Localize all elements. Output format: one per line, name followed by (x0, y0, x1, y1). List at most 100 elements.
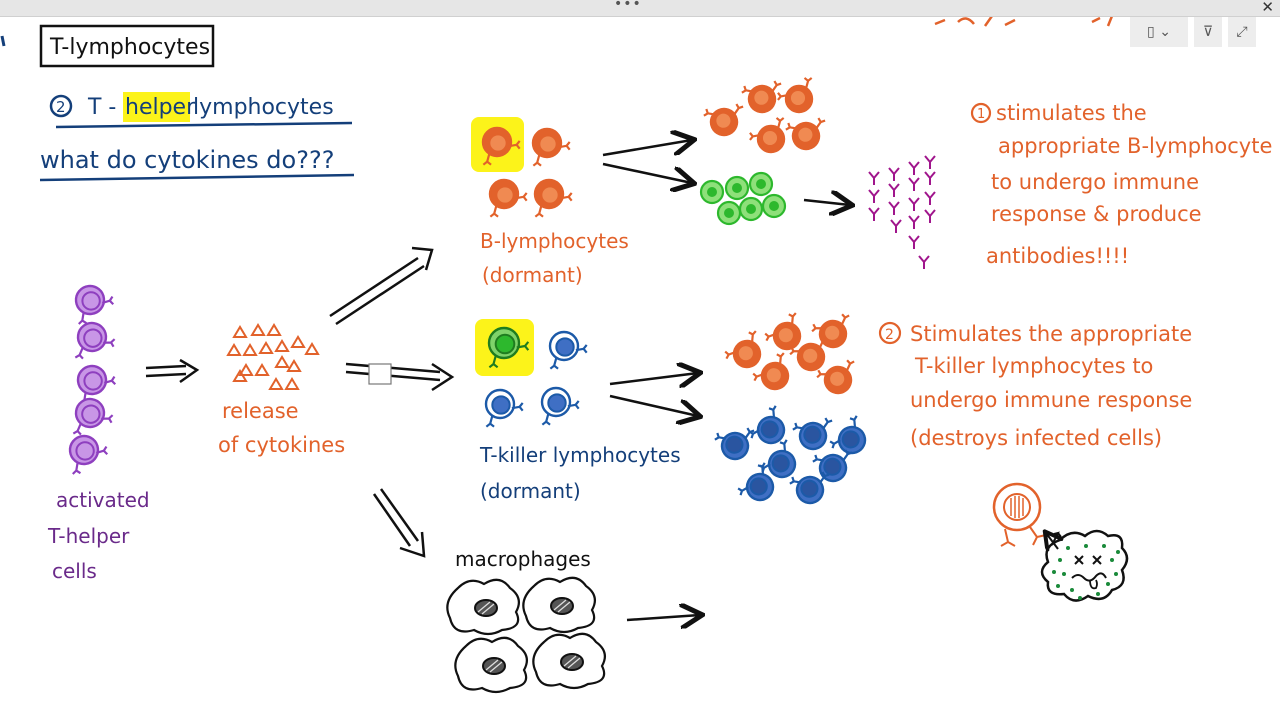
memory-t-killer-cell (759, 439, 797, 479)
antibody (888, 167, 900, 181)
b-lymphocyte-clone (785, 117, 826, 151)
t-label-1: T-killer lymphocytes (479, 443, 681, 467)
t-killer-lymphocyte (484, 388, 524, 428)
layout-icon[interactable]: ▯ ⌄ (1130, 17, 1188, 47)
activated-t-helper-cells (68, 284, 117, 475)
memory-t-killer-cell (792, 417, 833, 451)
cytokine (258, 341, 274, 354)
cytokine (254, 363, 270, 376)
antibody (924, 209, 936, 223)
b-lymphocyte-clone (777, 77, 814, 114)
heading-suffix: lymphocytes (193, 95, 334, 120)
t-killer-clone (789, 336, 828, 372)
b-lymphocyte (533, 178, 573, 218)
t-killer-lymphocyte (540, 386, 580, 426)
title-box (39, 24, 215, 68)
note1-line-5: antibodies!!!! (986, 244, 1129, 268)
b-lymphocyte-clone (703, 103, 744, 137)
memory-t-killer-cell (714, 427, 755, 461)
whiteboard-canvas: T-lymphocytes 2 T - helper lymphocytes w… (0, 17, 1272, 694)
memory-t-killer-cell (737, 462, 775, 502)
note2-line-1: Stimulates the appropriate (910, 322, 1192, 346)
t-helper-cell (72, 397, 114, 436)
arrow-to-t-killer (345, 362, 455, 392)
antibody (908, 177, 920, 191)
b-label-2: (dormant) (482, 263, 583, 287)
close-icon[interactable]: ✕ (1261, 0, 1274, 16)
note1-line-3: to undergo immune (991, 170, 1199, 194)
b-lymphocytes-dormant (481, 126, 573, 218)
question-text: what do cytokines do??? (40, 146, 334, 174)
arrow-to-macrophages (372, 488, 426, 558)
t-killer-clone (764, 312, 802, 351)
antibody (908, 197, 920, 211)
activated-t-killer-clones (724, 312, 855, 395)
macrophage (454, 636, 529, 694)
pin-icon[interactable]: ⊽ (1194, 17, 1222, 47)
antibody (868, 207, 880, 221)
memory-t-killer-cells (714, 405, 867, 505)
macrophage (522, 576, 597, 634)
heading-highlight: helper (125, 95, 196, 120)
t-killer-clone (752, 352, 790, 391)
note1-number-circle (970, 102, 992, 124)
note2-line-4: (destroys infected cells) (910, 426, 1162, 450)
cytokine (286, 359, 302, 372)
question-underline (39, 173, 355, 182)
cytokine (226, 343, 242, 356)
t-killer-clone (816, 359, 855, 395)
cytokine-triangles (226, 323, 320, 390)
attack-arrow (1046, 533, 1058, 549)
memory-t-killer-cell (829, 415, 867, 455)
infected-cell (1040, 529, 1129, 602)
t-killer-clone (811, 313, 850, 349)
antibody (908, 215, 920, 229)
b-lymphocyte (488, 178, 528, 218)
cytokine (274, 339, 290, 352)
cytokine (274, 355, 290, 368)
activated-label-1: activated (56, 488, 150, 512)
antibody (918, 255, 930, 269)
t-helper-cell (74, 284, 115, 325)
t-label-2: (dormant) (480, 479, 581, 503)
cytokine (232, 369, 248, 382)
heading-number-circle (49, 94, 73, 118)
t-killer-lymphocyte (487, 326, 530, 369)
canvas-toolbar: ▯ ⌄ ⊽ ⤢ (1130, 17, 1256, 47)
t-split-arrows (609, 373, 698, 416)
t-helper-cell (74, 321, 116, 360)
note2-number: 2 (885, 327, 894, 343)
antibody (888, 201, 900, 215)
b-lymphocyte (481, 126, 521, 166)
b-lymphocyte (531, 127, 571, 167)
note2-number-circle (878, 321, 902, 345)
page-margin-mark (0, 35, 6, 47)
expand-icon[interactable]: ⤢ (1228, 17, 1256, 47)
activated-label-2: T-helper (47, 524, 130, 548)
antibody (890, 219, 902, 233)
cytokine (266, 323, 282, 336)
b-lymphocyte-clone (741, 80, 782, 114)
t-helper-cell (68, 434, 109, 475)
b-split-arrows (602, 140, 692, 183)
t-killer-attacking-cell (992, 482, 1047, 547)
page-title: T-lymphocytes (49, 35, 210, 60)
antibodies (868, 155, 936, 269)
heading-number: 2 (56, 98, 66, 116)
double-arrow-to-cytokines (145, 358, 200, 384)
window-drag-handle[interactable]: ••• (614, 0, 642, 12)
antibody (908, 161, 920, 175)
antibody (908, 235, 920, 249)
note1-line-2: appropriate B-lymphocyte (998, 134, 1272, 158)
release-label-2: of cytokines (218, 433, 345, 457)
macrophage-cells (446, 576, 607, 694)
cytokine (238, 363, 254, 376)
memory-b-cells (699, 171, 787, 226)
arrow-to-b-lymphocytes (329, 246, 434, 326)
cytokine (242, 343, 258, 356)
t-killer-clone (724, 330, 762, 369)
note2-line-2: T-killer lymphocytes to (914, 354, 1153, 378)
note1-line-4: response & produce (991, 202, 1202, 226)
memory-t-killer-cell (748, 405, 786, 445)
note2-line-3: undergo immune response (910, 388, 1192, 412)
